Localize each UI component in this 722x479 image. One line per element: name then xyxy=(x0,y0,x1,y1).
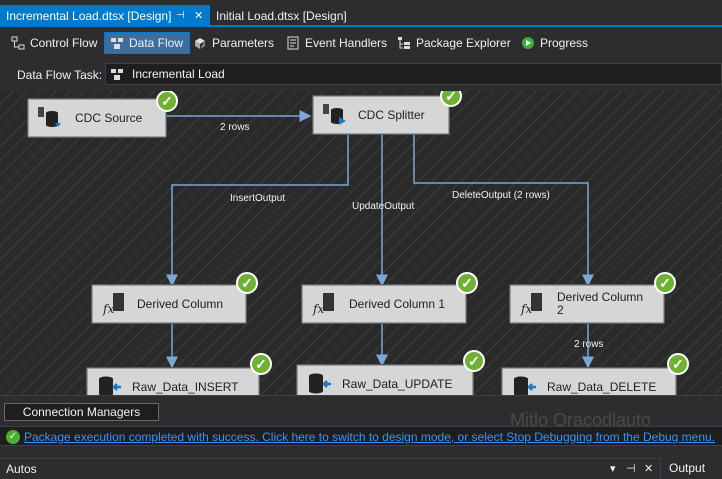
derived-column-icon: fx xyxy=(102,293,124,316)
cdc-splitter-icon xyxy=(323,104,346,125)
success-check-icon: ✓ xyxy=(463,350,485,372)
tab-package-explorer[interactable]: Package Explorer xyxy=(392,32,517,54)
tab-initial-load-label: Initial Load.dtsx [Design] xyxy=(216,9,347,23)
chevron-down-icon[interactable]: ▾ xyxy=(610,463,616,475)
connection-managers-area: Connection Managers Mitlo Oracodlauto xyxy=(0,395,722,430)
svg-text:fx: fx xyxy=(102,302,114,316)
close-icon[interactable]: ✕ xyxy=(644,463,654,475)
path-insert-output xyxy=(166,133,349,287)
tab-incremental-load[interactable]: Incremental Load.dtsx [Design] ⊣ ✕ xyxy=(0,5,210,27)
node-cdc-source[interactable]: CDC Source ✓ xyxy=(28,91,178,137)
node-cdc-splitter-label: CDC Splitter xyxy=(358,107,425,122)
execution-status-link[interactable]: Package execution completed with success… xyxy=(24,430,716,444)
path-label-update-output: UpdateOutput xyxy=(352,201,415,212)
data-path-arrows xyxy=(166,110,594,369)
pin-icon[interactable]: ⊣ xyxy=(626,463,636,475)
tab-package-explorer-label: Package Explorer xyxy=(416,36,511,50)
tab-data-flow-label: Data Flow xyxy=(129,36,184,50)
watermark-text: Mitlo Oracodlauto xyxy=(510,410,652,430)
node-raw-data-insert-label: Raw_Data_INSERT xyxy=(132,379,239,394)
node-cdc-splitter[interactable]: CDC Splitter ✓ xyxy=(313,91,462,134)
execution-status-bar: ✓ Package execution completed with succe… xyxy=(0,426,722,446)
package-explorer-icon xyxy=(398,37,410,49)
autos-title: Autos xyxy=(6,462,37,476)
node-cdc-source-label: CDC Source xyxy=(75,110,143,125)
pin-icon[interactable]: ⊣ xyxy=(176,10,185,21)
success-status-icon: ✓ xyxy=(6,430,20,444)
tab-event-handlers[interactable]: Event Handlers xyxy=(281,32,393,54)
tab-progress[interactable]: Progress xyxy=(516,32,594,54)
close-icon[interactable]: ✕ xyxy=(194,10,204,22)
success-check-icon: ✓ xyxy=(440,91,462,107)
derived-column-icon: fx xyxy=(520,293,542,316)
document-tab-strip: Incremental Load.dtsx [Design] ⊣ ✕ Initi… xyxy=(0,0,722,27)
success-check-icon: ✓ xyxy=(456,272,478,294)
tab-incremental-load-label: Incremental Load.dtsx [Design] xyxy=(6,9,172,23)
control-flow-icon xyxy=(11,36,25,50)
node-raw-data-update-label: Raw_Data_UPDATE xyxy=(342,376,453,391)
tab-control-flow[interactable]: Control Flow xyxy=(6,32,103,54)
raw-file-destination-icon xyxy=(99,376,121,395)
node-raw-data-insert[interactable]: Raw_Data_INSERT ✓ xyxy=(87,353,272,395)
tab-output[interactable]: Output xyxy=(660,458,722,479)
path-label-delete-output: DeleteOutput (2 rows) xyxy=(452,190,550,201)
success-check-icon: ✓ xyxy=(236,272,258,294)
data-flow-icon xyxy=(111,38,123,49)
data-flow-task-icon xyxy=(111,69,123,80)
task-selector-bar: Data Flow Task: Incremental Load xyxy=(0,57,722,91)
success-check-icon: ✓ xyxy=(667,353,689,375)
node-derived-column-label: Derived Column xyxy=(137,296,224,311)
node-raw-data-delete[interactable]: Raw_Data_DELETE ✓ xyxy=(502,353,689,395)
event-handlers-icon xyxy=(287,36,299,50)
node-raw-data-delete-label: Raw_Data_DELETE xyxy=(547,379,657,394)
node-derived-column[interactable]: fx Derived Column ✓ xyxy=(92,272,258,323)
path-label-source-rows: 2 rows xyxy=(220,122,250,133)
success-check-icon: ✓ xyxy=(250,353,272,375)
autos-window-header[interactable]: Autos ▾ ⊣ ✕ xyxy=(0,458,660,479)
data-flow-task-label: Data Flow Task: xyxy=(17,68,103,82)
node-derived-column-1-label: Derived Column 1 xyxy=(349,296,446,311)
path-label-delete-rows: 2 rows xyxy=(574,339,604,350)
svg-text:fx: fx xyxy=(312,302,324,316)
parameters-icon xyxy=(195,38,205,49)
cdc-source-icon xyxy=(38,107,61,127)
success-check-icon: ✓ xyxy=(156,91,178,112)
raw-file-destination-icon xyxy=(309,373,331,394)
tab-connection-managers[interactable]: Connection Managers xyxy=(4,403,159,421)
tab-parameters[interactable]: Parameters xyxy=(188,32,280,54)
path-label-insert-output: InsertOutput xyxy=(230,193,286,204)
bottom-tool-windows: Autos ▾ ⊣ ✕ Output xyxy=(0,446,722,479)
node-raw-data-update[interactable]: Raw_Data_UPDATE ✓ xyxy=(297,350,485,395)
path-delete-output xyxy=(413,133,594,287)
node-derived-column-1[interactable]: fx Derived Column 1 ✓ xyxy=(302,272,478,323)
data-flow-task-dropdown[interactable]: Incremental Load xyxy=(105,63,722,85)
svg-text:fx: fx xyxy=(520,302,532,316)
data-flow-task-value: Incremental Load xyxy=(132,67,225,81)
tab-initial-load[interactable]: Initial Load.dtsx [Design] xyxy=(210,5,360,27)
tab-control-flow-label: Control Flow xyxy=(30,36,98,50)
tab-parameters-label: Parameters xyxy=(212,36,275,50)
designer-toolbar: Control Flow Data Flow Parameters Event … xyxy=(0,29,722,57)
tab-progress-label: Progress xyxy=(540,36,589,50)
derived-column-icon: fx xyxy=(312,293,334,316)
raw-file-destination-icon xyxy=(514,376,536,395)
node-derived-column-2[interactable]: fx Derived Column 2 ✓ xyxy=(510,272,676,323)
node-derived-column-2-label: Derived Column 2 xyxy=(557,290,644,317)
data-flow-canvas[interactable]: 2 rows InsertOutput UpdateOutput DeleteO… xyxy=(0,91,722,395)
success-check-icon: ✓ xyxy=(654,272,676,294)
progress-icon xyxy=(522,37,534,49)
tab-event-handlers-label: Event Handlers xyxy=(305,36,388,50)
tab-data-flow[interactable]: Data Flow xyxy=(104,32,191,54)
